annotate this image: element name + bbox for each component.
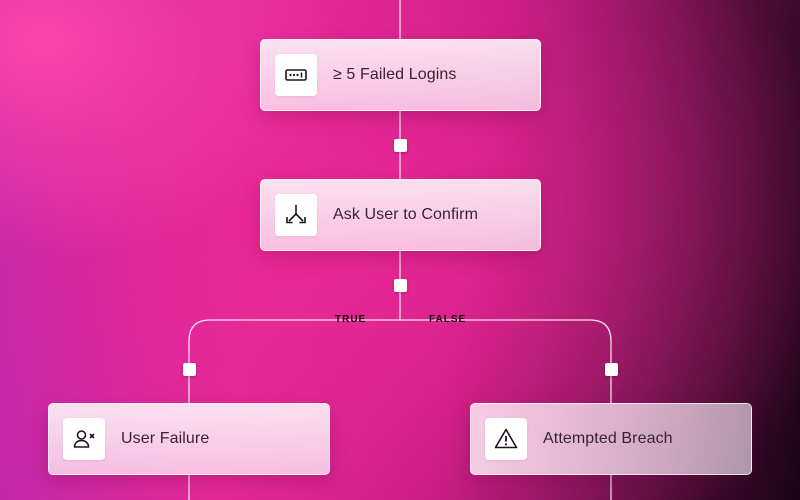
node-user-failure[interactable]: User Failure <box>48 403 330 475</box>
wire-true-branch <box>188 319 400 404</box>
wire-false-branch <box>400 319 612 404</box>
warning-icon <box>485 418 527 460</box>
branch-label-false: FALSE <box>429 314 467 325</box>
node-attempted-breach-label: Attempted Breach <box>543 430 673 447</box>
connector-false-input[interactable] <box>605 363 618 376</box>
node-ask-user-label: Ask User to Confirm <box>333 206 479 223</box>
connector-logins-output[interactable] <box>394 139 407 152</box>
node-ask-user[interactable]: Ask User to Confirm <box>260 179 541 251</box>
split-arrows-icon <box>275 194 317 236</box>
node-failed-logins-label: ≥ 5 Failed Logins <box>333 66 457 83</box>
node-user-failure-label: User Failure <box>121 430 210 447</box>
user-remove-icon <box>63 418 105 460</box>
connector-ask-output[interactable] <box>394 279 407 292</box>
node-failed-logins[interactable]: ≥ 5 Failed Logins <box>260 39 541 111</box>
connector-true-input[interactable] <box>183 363 196 376</box>
node-attempted-breach[interactable]: Attempted Breach <box>470 403 752 475</box>
password-field-icon <box>275 54 317 96</box>
branch-label-true: TRUE <box>335 314 367 325</box>
